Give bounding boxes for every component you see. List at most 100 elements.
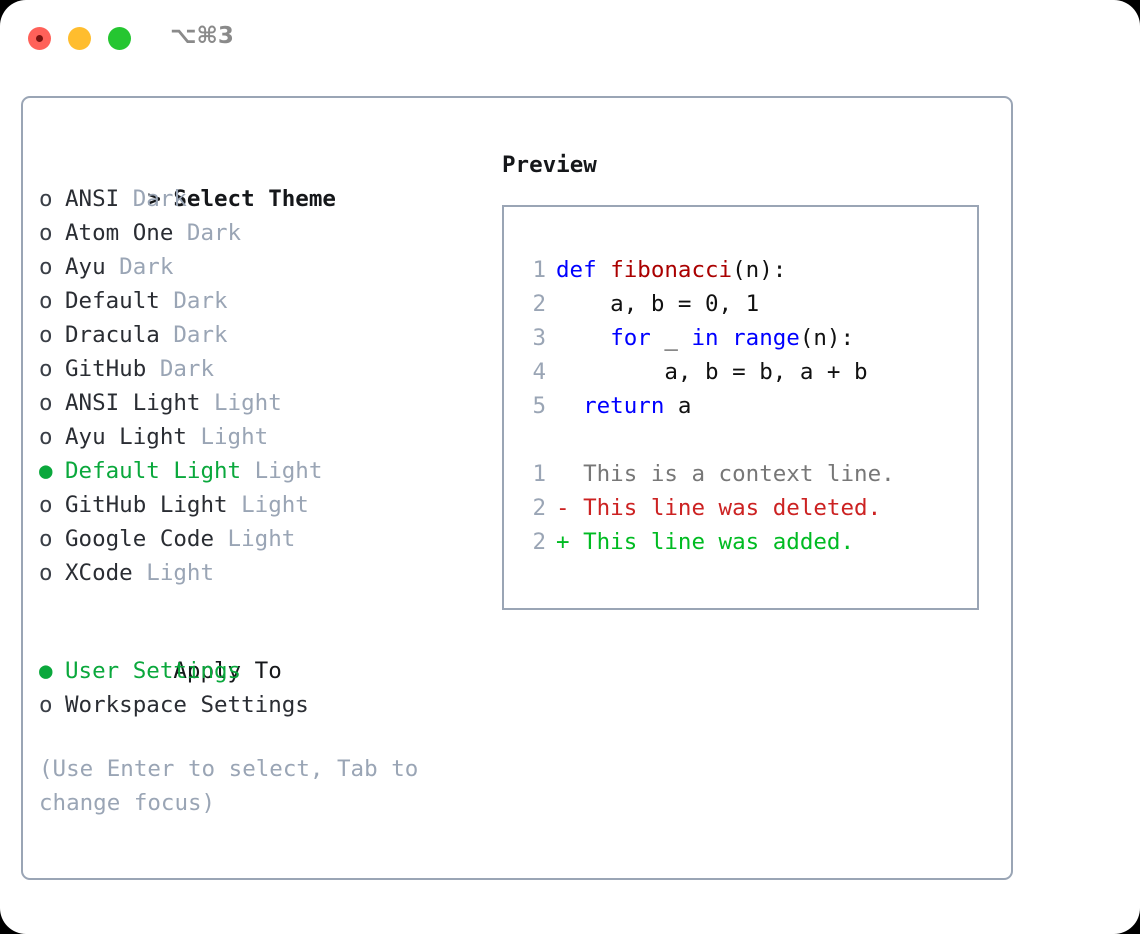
radio-unselected-icon[interactable]: o bbox=[39, 390, 53, 416]
code-token: a bbox=[664, 393, 692, 419]
keyboard-hint: (Use Enter to select, Tab to change focu… bbox=[39, 756, 419, 816]
code-token: _ bbox=[650, 325, 692, 351]
theme-name: Ayu bbox=[65, 254, 106, 280]
theme-kind-label: Light bbox=[186, 424, 269, 450]
theme-list-item[interactable]: o ANSI Light Light bbox=[39, 386, 479, 420]
theme-name: ANSI bbox=[65, 186, 120, 212]
theme-name: Google Code bbox=[65, 526, 215, 552]
theme-kind-label: Light bbox=[227, 492, 309, 518]
theme-list-item[interactable]: o ANSI Dark bbox=[39, 182, 479, 216]
theme-list-item[interactable]: o Ayu Dark bbox=[39, 250, 479, 284]
theme-list-item[interactable]: o XCode Light bbox=[39, 556, 479, 590]
line-number: 2 bbox=[532, 529, 546, 555]
radio-unselected-icon[interactable]: o bbox=[39, 424, 53, 450]
radio-unselected-icon[interactable]: o bbox=[39, 220, 53, 246]
radio-unselected-icon[interactable]: o bbox=[39, 288, 53, 314]
theme-kind-label: Dark bbox=[146, 356, 215, 382]
apply-to-header: Apply To bbox=[39, 620, 479, 684]
code-token: fibonacci bbox=[610, 257, 733, 283]
theme-list-item[interactable]: o Ayu Light Light bbox=[39, 420, 479, 454]
code-token bbox=[556, 325, 610, 351]
hint-spacer bbox=[39, 722, 479, 752]
theme-kind-label: Dark bbox=[105, 254, 174, 280]
theme-name: ANSI Light bbox=[65, 390, 201, 416]
theme-list-item[interactable]: o Dracula Dark bbox=[39, 318, 479, 352]
window-title: ⌥⌘3 bbox=[170, 23, 234, 49]
diff-line: 2- This line was deleted. bbox=[520, 491, 895, 525]
code-token: (n): bbox=[732, 257, 787, 283]
radio-unselected-icon[interactable]: o bbox=[39, 322, 53, 348]
radio-selected-icon[interactable]: ● bbox=[39, 658, 53, 684]
line-number: 5 bbox=[532, 393, 546, 419]
theme-kind-label: Dark bbox=[119, 186, 187, 212]
radio-unselected-icon[interactable]: o bbox=[39, 560, 53, 586]
theme-kind-label: Dark bbox=[159, 322, 228, 348]
theme-kind-label: Dark bbox=[173, 220, 242, 246]
code-line: 3 for _ in range(n): bbox=[520, 321, 895, 355]
code-token: a, b = 0, 1 bbox=[556, 291, 760, 317]
apply-to-option[interactable]: o Workspace Settings bbox=[39, 688, 479, 722]
apply-to-option-label: Workspace Settings bbox=[65, 692, 309, 718]
code-line: 4 a, b = b, a + b bbox=[520, 355, 895, 389]
theme-list-item[interactable]: o GitHub Dark bbox=[39, 352, 479, 386]
caret-icon: > bbox=[147, 186, 175, 212]
window-titlebar: ⌥⌘3 bbox=[0, 0, 1140, 78]
diff-sign: - bbox=[556, 495, 584, 521]
close-window-button[interactable] bbox=[28, 27, 51, 50]
theme-list-item[interactable]: o Google Code Light bbox=[39, 522, 479, 556]
theme-kind-label: Light bbox=[241, 458, 323, 484]
code-line: 2 a, b = 0, 1 bbox=[520, 287, 895, 321]
line-number: 4 bbox=[532, 359, 546, 385]
theme-name: Ayu Light bbox=[65, 424, 187, 450]
theme-name: Dracula bbox=[65, 322, 160, 348]
select-theme-header: > Select Theme bbox=[39, 148, 479, 212]
radio-unselected-icon[interactable]: o bbox=[39, 526, 53, 552]
code-token: (n): bbox=[799, 325, 855, 351]
code-token: return bbox=[583, 393, 665, 419]
apply-to-label: Apply To bbox=[173, 658, 282, 684]
code-token bbox=[719, 325, 733, 351]
diff-text: This line was added. bbox=[583, 529, 855, 555]
theme-kind-label: Dark bbox=[159, 288, 228, 314]
diff-text: This line was deleted. bbox=[583, 495, 882, 521]
radio-unselected-icon[interactable]: o bbox=[39, 492, 53, 518]
theme-name: XCode bbox=[65, 560, 133, 586]
radio-unselected-icon[interactable]: o bbox=[39, 186, 53, 212]
theme-list-item[interactable]: ● Default Light Light bbox=[39, 454, 479, 488]
minimize-window-button[interactable] bbox=[68, 27, 91, 50]
code-blank-line bbox=[520, 423, 895, 457]
radio-selected-icon[interactable]: ● bbox=[39, 458, 53, 484]
theme-name: GitHub bbox=[65, 356, 147, 382]
maximize-window-button[interactable] bbox=[108, 27, 131, 50]
apply-to-option[interactable]: ● User Settings bbox=[39, 654, 479, 688]
diff-sign: + bbox=[556, 529, 584, 555]
code-line: 5 return a bbox=[520, 389, 895, 423]
theme-kind-label: Light bbox=[132, 560, 215, 586]
apply-to-option-label: User Settings bbox=[65, 658, 242, 684]
code-token: for bbox=[610, 325, 651, 351]
theme-name: Default Light bbox=[65, 458, 242, 484]
theme-kind-label: Light bbox=[200, 390, 282, 416]
theme-kind-label: Light bbox=[214, 526, 296, 552]
diff-line: 1 This is a context line. bbox=[520, 457, 894, 491]
radio-unselected-icon[interactable]: o bbox=[39, 356, 53, 382]
preview-title: Preview bbox=[502, 152, 597, 178]
line-number: 1 bbox=[532, 461, 546, 487]
section-spacer bbox=[39, 590, 479, 620]
apply-to-list: ● User Settings o Workspace Settings bbox=[39, 654, 479, 722]
code-token: range bbox=[732, 325, 800, 351]
radio-unselected-icon[interactable]: o bbox=[39, 692, 53, 718]
radio-unselected-icon[interactable]: o bbox=[39, 254, 53, 280]
line-number: 3 bbox=[532, 325, 546, 351]
